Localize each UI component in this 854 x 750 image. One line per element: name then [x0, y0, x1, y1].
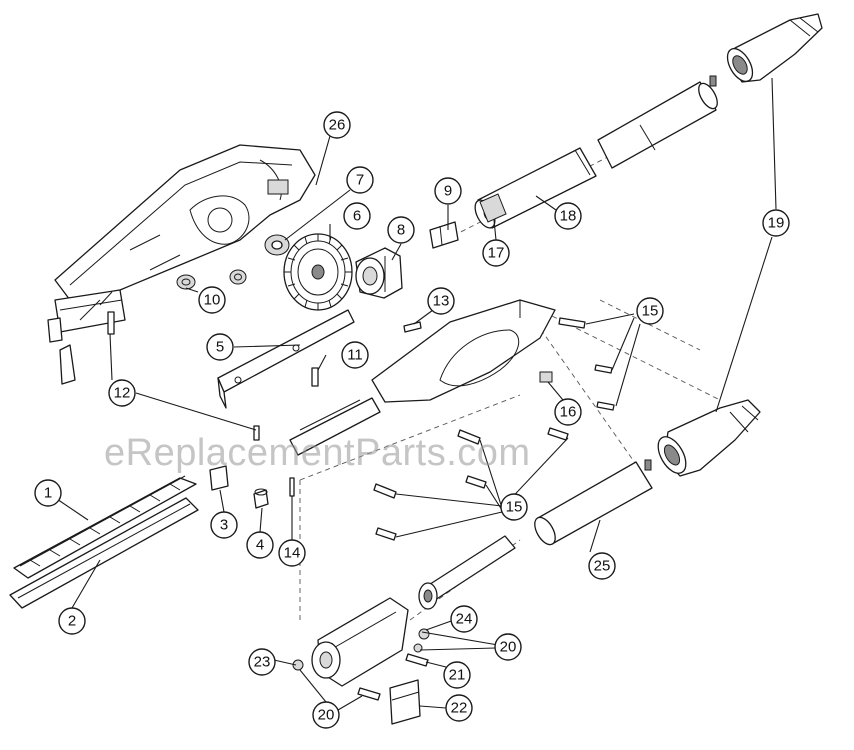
callout-10: 10 [198, 286, 226, 314]
motor-housing [311, 597, 409, 687]
callout-1: 1 [34, 479, 62, 507]
callout-21: 21 [443, 661, 471, 689]
part-1-blade [13, 475, 197, 579]
callout-25-label: 25 [594, 558, 611, 575]
part-5-bracket [217, 309, 355, 409]
callout-22: 22 [445, 694, 473, 722]
callout-15-lower-label: 15 [506, 499, 523, 516]
callout-6: 6 [343, 202, 371, 230]
part-25-tube [534, 459, 653, 546]
callout-6-label: 6 [353, 208, 361, 225]
callout-23-label: 23 [254, 654, 271, 671]
callout-2-label: 2 [68, 613, 76, 630]
part-22-clamp [389, 679, 421, 725]
callout-13: 13 [427, 287, 455, 315]
part-6-gear [283, 233, 353, 311]
callout-19-label: 19 [768, 215, 785, 232]
part-11-pin [311, 367, 319, 387]
callout-8-label: 8 [397, 222, 405, 239]
callout-7: 7 [346, 166, 374, 194]
callout-20-left-label: 20 [318, 707, 335, 724]
part-4-spacer [253, 488, 269, 509]
motor-shaft [418, 535, 516, 610]
gearbox-housing [47, 144, 316, 385]
callout-3: 3 [210, 511, 238, 539]
upper-tube [597, 75, 718, 169]
leader-lines [47, 77, 777, 711]
callout-22-label: 22 [451, 700, 468, 717]
part-13-screw [403, 321, 422, 333]
callout-17-label: 17 [488, 245, 505, 262]
part-21-screw [405, 653, 429, 667]
callout-9: 9 [434, 177, 462, 205]
callout-8: 8 [387, 216, 415, 244]
deck-housing [289, 299, 556, 456]
part-7-washer [264, 234, 290, 256]
part-16-nut [539, 371, 553, 383]
callout-14: 14 [278, 539, 306, 567]
callout-4-label: 4 [256, 537, 264, 554]
callout-15-lower: 15 [500, 493, 528, 521]
callout-12-label: 12 [114, 385, 131, 402]
callout-15-upper-label: 15 [642, 303, 659, 320]
callout-20-right: 20 [494, 633, 522, 661]
callout-17: 17 [482, 239, 510, 267]
callout-26-label: 26 [329, 117, 346, 134]
callout-11-label: 11 [347, 347, 363, 364]
callout-1-label: 1 [44, 485, 52, 502]
callout-5: 5 [206, 333, 234, 361]
callout-16-label: 16 [560, 404, 577, 421]
part-23-nut [292, 659, 304, 671]
callout-7-label: 7 [356, 172, 364, 189]
callout-24: 24 [450, 605, 478, 633]
callout-5-label: 5 [216, 339, 224, 356]
callout-25: 25 [588, 552, 616, 580]
callout-4: 4 [246, 531, 274, 559]
callout-20-left: 20 [312, 701, 340, 729]
part-12-pins [107, 311, 260, 441]
callout-24-label: 24 [456, 611, 473, 628]
callout-19: 19 [762, 209, 790, 237]
part-15-screws [373, 317, 615, 541]
callout-10-label: 10 [204, 292, 221, 309]
callout-18-label: 18 [560, 208, 577, 225]
part-17-coupler [479, 193, 507, 223]
callout-16: 16 [554, 398, 582, 426]
callout-12: 12 [108, 379, 136, 407]
callout-20-right-label: 20 [500, 639, 517, 656]
part-2-guard [9, 497, 199, 609]
callout-21-label: 21 [449, 667, 466, 684]
part-14-pin [289, 477, 295, 497]
callout-18: 18 [554, 202, 582, 230]
callout-9-label: 9 [444, 183, 452, 200]
callout-26: 26 [323, 111, 351, 139]
callout-15-upper: 15 [636, 297, 664, 325]
callout-11: 11 [341, 341, 369, 369]
part-10-nuts [176, 269, 247, 290]
callout-13-label: 13 [433, 293, 450, 310]
callout-2: 2 [58, 607, 86, 635]
callout-14-label: 14 [284, 545, 301, 562]
callout-23: 23 [248, 648, 276, 676]
part-8-pinion [355, 247, 403, 299]
part-24-nut [418, 628, 430, 640]
part-3-bracket [209, 465, 229, 491]
callout-3-label: 3 [220, 517, 228, 534]
part-19-handle-top [726, 13, 823, 83]
part-19-handle-bottom [657, 399, 761, 477]
part-9-clip [429, 221, 459, 249]
